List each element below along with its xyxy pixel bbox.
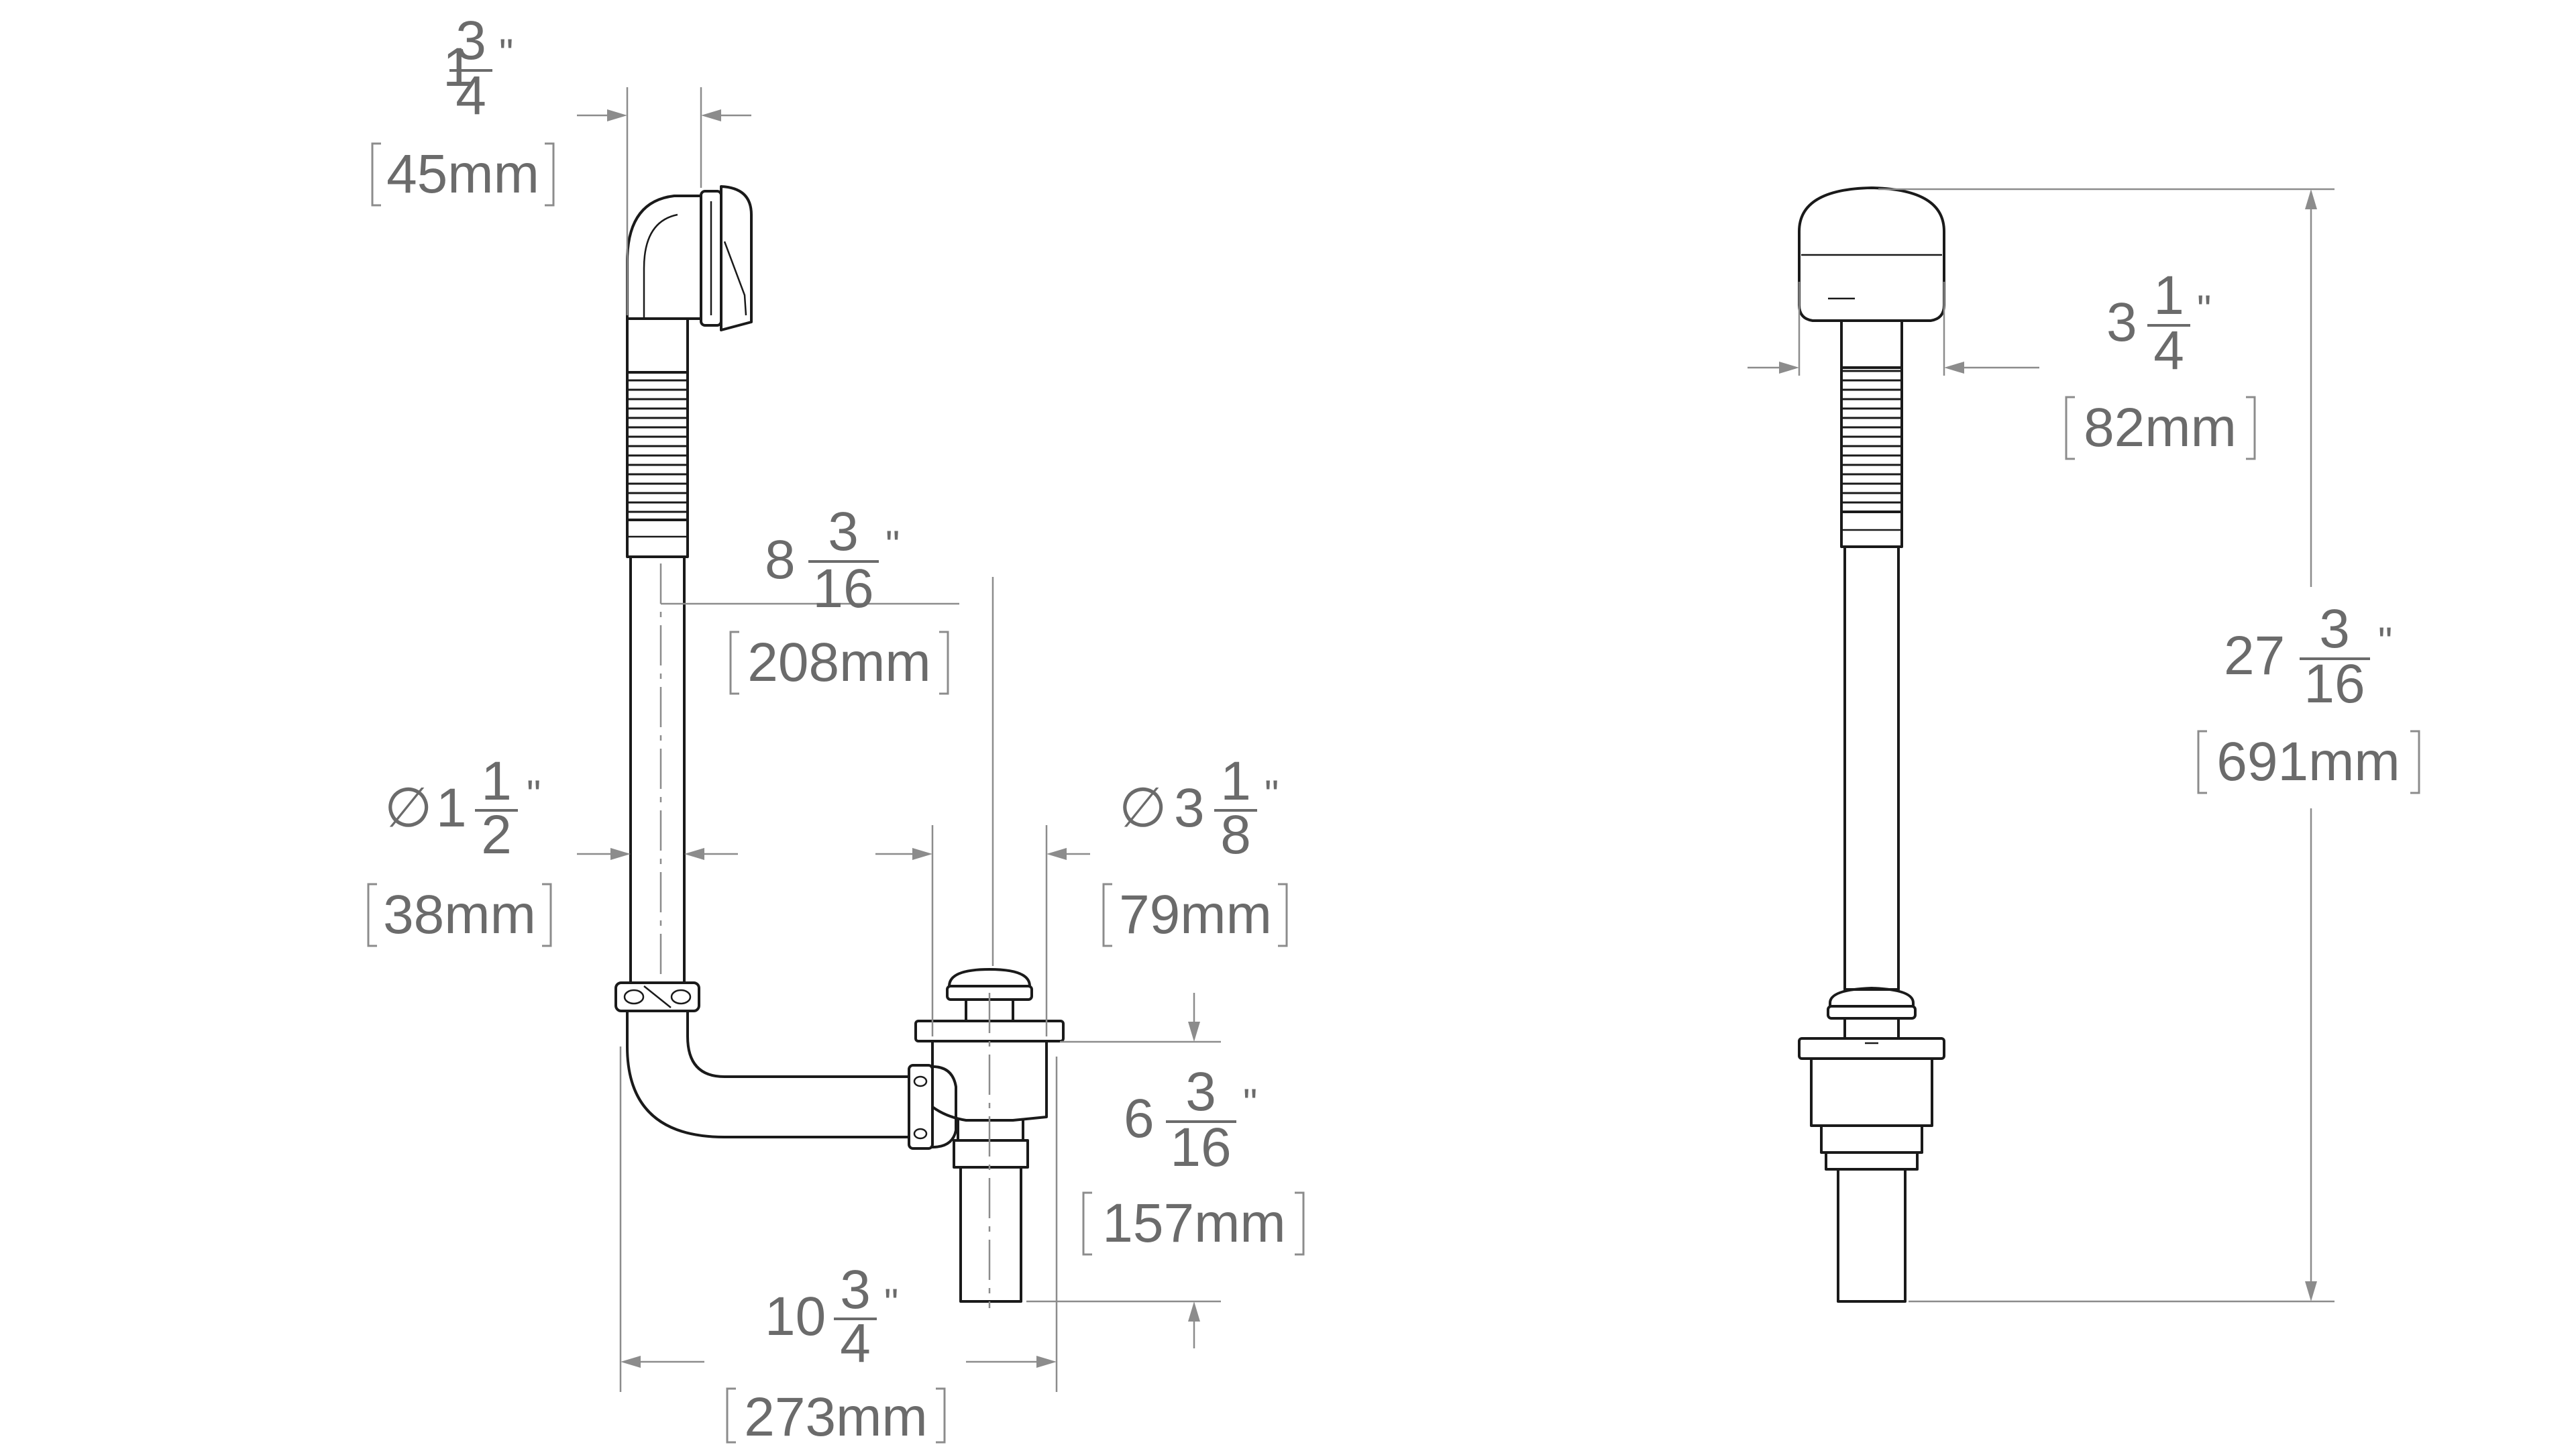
drain-height-metric: 157mm <box>1102 1193 1285 1254</box>
faceplate-metric: 82mm <box>2084 397 2237 458</box>
overflow-width-den: 4 <box>455 65 486 126</box>
pipe-diameter-whole: 1 <box>436 777 467 839</box>
total-height-whole: 27 <box>2224 625 2285 686</box>
drain-height-unit: " <box>1243 1081 1257 1126</box>
drain-height-whole: 6 <box>1124 1088 1155 1149</box>
dim-faceplate: 3 1 4 " 82mm <box>1748 265 2256 460</box>
front-tube <box>1840 319 1903 991</box>
overflow-tube <box>626 317 689 984</box>
overflow-width-whole: 1 <box>443 37 474 98</box>
total-length-whole: 10 <box>765 1286 826 1347</box>
drain-diameter-whole: 3 <box>1174 777 1205 839</box>
total-length-metric: 273mm <box>744 1387 927 1448</box>
pipe-diameter-den: 2 <box>481 804 512 865</box>
overflow-faceplate <box>1798 186 1945 322</box>
total-height-den: 16 <box>2304 653 2365 714</box>
drain-diameter-den: 8 <box>1220 804 1251 865</box>
overflow-width-num: 3 <box>455 10 486 71</box>
total-length-unit: " <box>884 1281 898 1326</box>
total-length-den: 4 <box>840 1313 871 1374</box>
total-height-unit: " <box>2378 619 2392 664</box>
pipe-diameter-prefix: ∅ <box>384 777 432 839</box>
drain-diameter-metric: 79mm <box>1119 884 1272 945</box>
drain-diameter-num: 1 <box>1220 751 1251 812</box>
drain-diameter-prefix: ∅ <box>1119 777 1167 839</box>
dim-total-length: 10 3 4 " 273mm <box>619 1046 1058 1448</box>
dim-center-offset: 8 3 16 " 208mm <box>661 501 994 966</box>
drain-height-num: 3 <box>1185 1061 1216 1122</box>
dim-overflow-width: 1 3 4 " 45mm <box>371 10 751 315</box>
overflow-elbow <box>626 185 753 331</box>
faceplate-whole: 3 <box>2106 292 2137 353</box>
side-view: 1 3 4 " 45mm ∅ 1 1 2 " 38mm <box>367 10 1305 1448</box>
center-offset-num: 3 <box>828 501 859 562</box>
front-drain <box>1798 987 1945 1303</box>
overflow-width-unit: " <box>499 31 513 76</box>
drain-height-den: 16 <box>1170 1117 1231 1178</box>
center-offset-whole: 8 <box>765 529 796 590</box>
faceplate-num: 1 <box>2153 265 2184 326</box>
pipe-diameter-unit: " <box>527 772 541 817</box>
total-height-num: 3 <box>2319 598 2350 659</box>
center-offset-metric: 208mm <box>747 632 930 693</box>
total-length-num: 3 <box>840 1259 871 1320</box>
dim-pipe-diameter: ∅ 1 1 2 " 38mm <box>367 751 738 947</box>
dim-total-height: 27 3 16 " 691mm <box>1878 188 2420 1303</box>
total-height-metric: 691mm <box>2216 731 2400 792</box>
overflow-width-metric: 45mm <box>386 144 539 205</box>
pipe-diameter-num: 1 <box>481 751 512 812</box>
pipe-diameter-metric: 38mm <box>383 884 536 945</box>
dim-drain-height: 6 3 16 " 157mm <box>1026 993 1305 1348</box>
faceplate-unit: " <box>2197 287 2211 332</box>
center-offset-den: 16 <box>812 558 873 619</box>
drain-elbow <box>626 1010 957 1150</box>
drain-diameter-unit: " <box>1265 772 1279 817</box>
faceplate-den: 4 <box>2153 320 2184 381</box>
front-view: 3 1 4 " 82mm 27 3 16 " 691mm <box>1748 186 2420 1303</box>
center-offset-unit: " <box>885 523 900 568</box>
lower-coupling <box>614 981 700 1012</box>
dim-drain-diameter: ∅ 3 1 8 " 79mm <box>875 751 1288 1036</box>
